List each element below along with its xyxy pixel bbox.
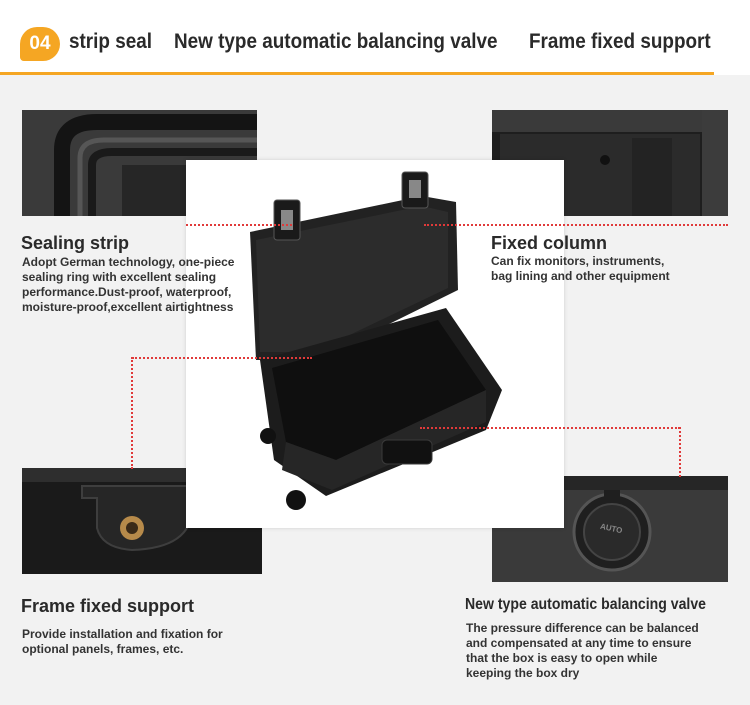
sealing-line-2: sealing ring with excellent sealing: [22, 270, 217, 284]
column-line-2: bag lining and other equipment: [491, 269, 670, 283]
callout-line-frame-v: [131, 357, 133, 469]
hard-case-image: [250, 171, 502, 510]
frame-support-title: Frame fixed support: [21, 596, 195, 616]
fixed-column-description: Can fix monitors, instruments, bag linin…: [491, 254, 670, 284]
callout-line-valve-h: [420, 427, 680, 429]
valve-line-3: that the box is easy to open while: [466, 651, 658, 665]
header-bar: 04 strip seal New type automatic balanci…: [0, 0, 750, 75]
balancing-valve-title: New type automatic balancing valve: [465, 596, 707, 613]
callout-line-sealing: [186, 224, 292, 226]
callout-line-valve-v: [679, 427, 681, 477]
product-photo-card: [186, 160, 564, 528]
sealing-line-3: performance.Dust-proof, waterproof,: [22, 285, 232, 299]
balancing-valve-description: The pressure difference can be balanced …: [466, 621, 699, 681]
header-item-frame-support: Frame fixed support: [529, 30, 711, 53]
section-number-badge: 04: [20, 27, 60, 61]
valve-line-1: The pressure difference can be balanced: [466, 621, 699, 635]
sealing-line-4: moisture-proof,excellent airtightness: [22, 300, 234, 314]
callout-line-frame-h: [132, 357, 312, 359]
frame-line-2: optional panels, frames, etc.: [22, 642, 184, 656]
header-item-strip-seal: strip seal: [69, 30, 152, 53]
fixed-column-title: Fixed column: [491, 233, 608, 253]
frame-line-1: Provide installation and fixation for: [22, 627, 223, 641]
valve-line-4: keeping the box dry: [466, 666, 580, 680]
valve-line-2: and compensated at any time to ensure: [466, 636, 692, 650]
callout-line-column: [424, 224, 728, 226]
sealing-strip-title: Sealing strip: [21, 233, 130, 253]
frame-support-description: Provide installation and fixation for op…: [22, 627, 223, 657]
header-underline: [0, 72, 714, 75]
sealing-line-1: Adopt German technology, one-piece: [22, 255, 235, 269]
header-item-balancing-valve: New type automatic balancing valve: [174, 30, 498, 53]
sealing-strip-description: Adopt German technology, one-piece seali…: [22, 255, 234, 315]
column-line-1: Can fix monitors, instruments,: [491, 254, 665, 268]
